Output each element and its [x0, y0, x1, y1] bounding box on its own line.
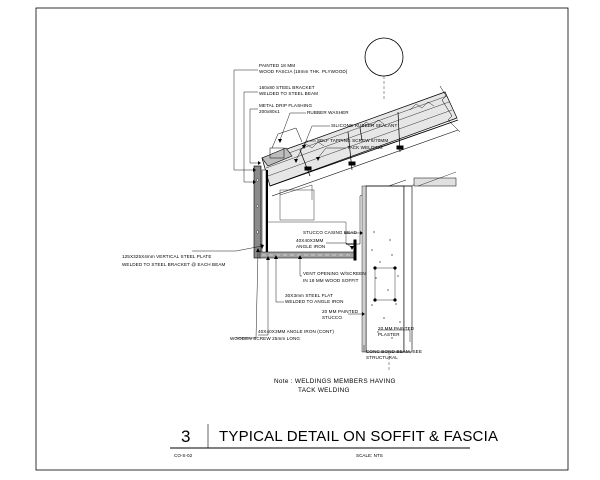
steel-bracket — [261, 127, 315, 221]
label-tack: TACK WELDING — [347, 145, 383, 150]
label-wooden-screw: WOODEN SCREW 25mm LONG — [230, 336, 300, 341]
self-tapping-screws — [299, 111, 404, 177]
label-flashing-2: 200x80x1 — [259, 109, 280, 114]
label-flashing-1: METAL DRIP FLASHING — [259, 103, 312, 108]
note-line-1: Note : WELDINGS MEMBERS HAVING — [274, 378, 396, 385]
scale-label: SCALE: NTS — [356, 453, 383, 458]
label-flat-1: 30X3mm STEEL FLAT — [285, 293, 333, 298]
soffit — [259, 226, 361, 261]
label-vent-1: VENT OPENING W/SCREEN — [303, 271, 366, 276]
label-angle-1: 40X40X3MM — [296, 238, 324, 243]
label-screw: SELF TAPPING SCREW 6/70MM — [317, 138, 388, 143]
label-sealant: SILICONE RUBBER SEALANT — [331, 123, 397, 128]
label-bracket-2: WELDED TO STEEL BEAM — [259, 91, 318, 96]
roof-assembly — [261, 85, 461, 197]
label-vent-2: IN 18 MM WOOD SOFFIT — [303, 278, 359, 283]
label-plate-1: 125X325X4mm VERTICAL STEEL PLATE — [122, 254, 212, 259]
detail-number: 3 — [181, 427, 190, 446]
leader-arrows — [253, 139, 365, 316]
label-fascia-2: WOOD FASCIA (18mm THK. PLYWOOD) — [259, 69, 348, 74]
fascia-assembly — [253, 165, 268, 259]
label-plaster-1: 20 MM PAINTED — [378, 326, 415, 331]
concrete-bond-beam — [361, 171, 457, 353]
detail-title: TYPICAL DETAIL ON SOFFIT & FASCIA — [219, 428, 498, 445]
label-flat-2: WELDED TO ANGLE IRON — [285, 299, 344, 304]
label-beam-1: CONC BOND BEAM, SEE — [366, 349, 422, 354]
label-stucco-2: STUCCO — [322, 315, 342, 320]
label-washer: RUBBER WASHER — [307, 110, 349, 115]
label-beam-2: STRUCTURAL — [366, 355, 398, 360]
steel-plate — [261, 169, 267, 257]
sheet-code: CO-S-02 — [174, 453, 193, 458]
wood-fascia — [253, 165, 262, 259]
label-plaster-2: PLASTER — [378, 332, 400, 337]
label-angle-cont: 40X40X3MM ANGLE IRON (CONT) — [258, 329, 334, 334]
section-marker-circle — [364, 37, 404, 77]
label-plate-2: WELDED TO STEEL BRACKET @ EACH BEAM — [122, 262, 226, 267]
label-bracket-1: 160x80 STEEL BRACKET — [259, 85, 315, 90]
label-fascia-1: PAINTED 18 MM — [259, 63, 295, 68]
label-casing: STUCCO CASING BEAD — [303, 230, 357, 235]
note-line-2: TACK WELDING — [298, 387, 350, 394]
sheet-border — [35, 7, 569, 471]
label-angle-2: ANGLE IRON — [296, 244, 325, 249]
label-stucco-1: 20 MM PAINTED — [322, 309, 359, 314]
leader-lines — [192, 69, 411, 352]
